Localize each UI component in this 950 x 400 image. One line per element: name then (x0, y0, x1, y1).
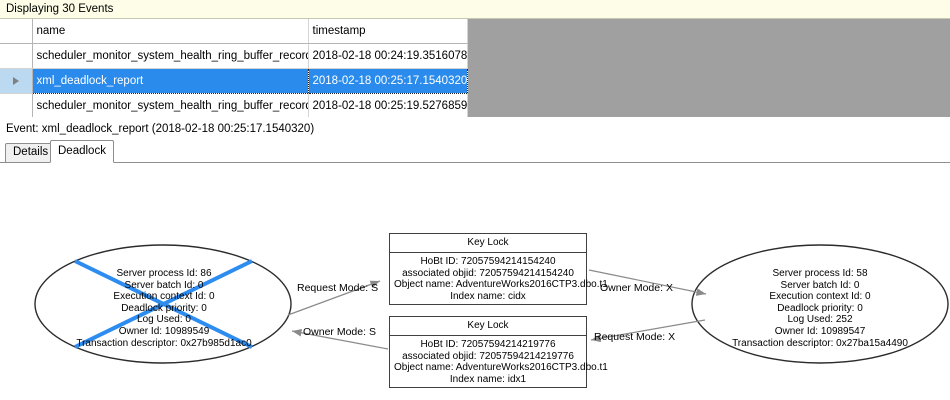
events-grid-container[interactable]: name timestamp scheduler_monitor_system_… (0, 19, 950, 117)
key-lock-node-top[interactable]: Key Lock HoBt ID: 72057594214154240 asso… (389, 233, 608, 306)
process-right-line: Log Used: 252 (787, 314, 853, 326)
process-left-line: Server batch Id: 0 (124, 279, 204, 291)
deadlock-graph-svg: top lock --> right process --> left proc… (34, 244, 949, 364)
key-lock-top-line: associated objid: 72057594214154240 (402, 267, 574, 279)
row-timestamp-cell[interactable]: 2018-02-18 00:25:19.5276859 (308, 93, 468, 117)
process-right-line: Transaction descriptor: 0x27ba15a4490 (732, 337, 908, 349)
process-left-line: Server process Id: 86 (116, 268, 212, 279)
row-selector-cell[interactable] (0, 93, 33, 117)
key-lock-top-line: Index name: cidx (450, 290, 526, 302)
row-select-arrow-icon (12, 76, 19, 85)
events-count-banner: Displaying 30 Events (0, 0, 950, 19)
process-right-line: Execution context Id: 0 (769, 291, 871, 303)
grid-header-name[interactable]: name (32, 19, 309, 44)
edge-label-request-mode-s: Request Mode: S (297, 282, 379, 294)
key-lock-bottom-line: Object name: AdventureWorks2016CTP3.dbo.… (394, 362, 608, 374)
row-timestamp-cell[interactable]: 2018-02-18 00:24:19.3516078 (308, 43, 468, 69)
grid-header-timestamp[interactable]: timestamp (308, 19, 468, 44)
key-lock-top-body: HoBt ID: 72057594214154240 associated ob… (390, 253, 608, 306)
process-left-line: Owner Id: 10989549 (118, 325, 210, 337)
grid-header-row: name timestamp (0, 19, 468, 44)
process-left-line: Transaction descriptor: 0x27b985d1ac0 (76, 337, 252, 349)
process-left-line: Execution context Id: 0 (113, 291, 215, 303)
row-selector-cell[interactable] (0, 68, 33, 94)
key-lock-bottom-line: Index name: idx1 (449, 373, 527, 385)
table-row-selected[interactable]: xml_deadlock_report 2018-02-18 00:25:17.… (0, 68, 468, 94)
table-row[interactable]: scheduler_monitor_system_health_ring_buf… (0, 43, 468, 69)
row-selector-cell[interactable] (0, 43, 33, 69)
process-left-line: Deadlock priority: 0 (121, 302, 207, 314)
process-right-line: Deadlock priority: 0 (777, 302, 863, 314)
row-name-cell[interactable]: xml_deadlock_report (31, 68, 309, 94)
key-lock-bottom-line: HoBt ID: 72057594214219776 (420, 339, 556, 350)
row-name-cell[interactable]: scheduler_monitor_system_health_ring_buf… (32, 43, 309, 69)
process-node-right-ellipse (691, 244, 949, 364)
table-row[interactable]: scheduler_monitor_system_health_ring_buf… (0, 93, 468, 117)
process-node-right-text: Server process Id: 58 Server batch Id: 0… (692, 268, 948, 349)
events-grid[interactable]: name timestamp scheduler_monitor_system_… (0, 19, 468, 117)
process-right-line: Owner Id: 10989547 (774, 325, 866, 337)
grid-header-selector (0, 19, 33, 44)
deadlock-graph-canvas[interactable]: top lock --> right process --> left proc… (0, 162, 950, 400)
edge-request-mode-s (287, 280, 381, 316)
key-lock-top-line: Object name: AdventureWorks2016CTP3.dbo.… (394, 279, 608, 291)
tab-details[interactable]: Details (5, 143, 57, 162)
row-name-cell[interactable]: scheduler_monitor_system_health_ring_buf… (32, 93, 309, 117)
key-lock-node-bottom[interactable]: Key Lock HoBt ID: 72057594214219776 asso… (389, 316, 608, 389)
row-timestamp-cell[interactable]: 2018-02-18 00:25:17.1540320 (307, 68, 468, 94)
edge-label-request-mode-x: Request Mode: X (594, 331, 676, 343)
process-right-line: Server batch Id: 0 (780, 279, 860, 291)
edge-owner-mode-x (588, 269, 707, 296)
victim-cross-line-2 (74, 259, 253, 349)
process-right-line: Server process Id: 58 (772, 268, 868, 279)
process-node-left-text: Server process Id: 86 Server batch Id: 0… (36, 268, 292, 349)
edge-owner-mode-s (291, 328, 389, 350)
event-detail-title: Event: xml_deadlock_report (2018-02-18 0… (0, 119, 950, 139)
key-lock-bottom-body: HoBt ID: 72057594214219776 associated ob… (390, 336, 608, 389)
key-lock-bottom-line: associated objid: 72057594214219776 (402, 350, 574, 362)
edge-label-owner-mode-s: Owner Mode: S (303, 326, 376, 338)
key-lock-top-title: Key Lock (390, 234, 586, 253)
key-lock-bottom-title: Key Lock (390, 317, 586, 336)
edge-label-owner-mode-x: Owner Mode: X (600, 282, 673, 294)
tabstrip: Details Deadlock (0, 140, 950, 163)
process-left-line: Log Used: 0 (137, 314, 191, 326)
edge-request-mode-x (590, 319, 706, 343)
key-lock-top-line: HoBt ID: 72057594214154240 (420, 256, 556, 267)
tab-deadlock[interactable]: Deadlock (50, 140, 114, 163)
